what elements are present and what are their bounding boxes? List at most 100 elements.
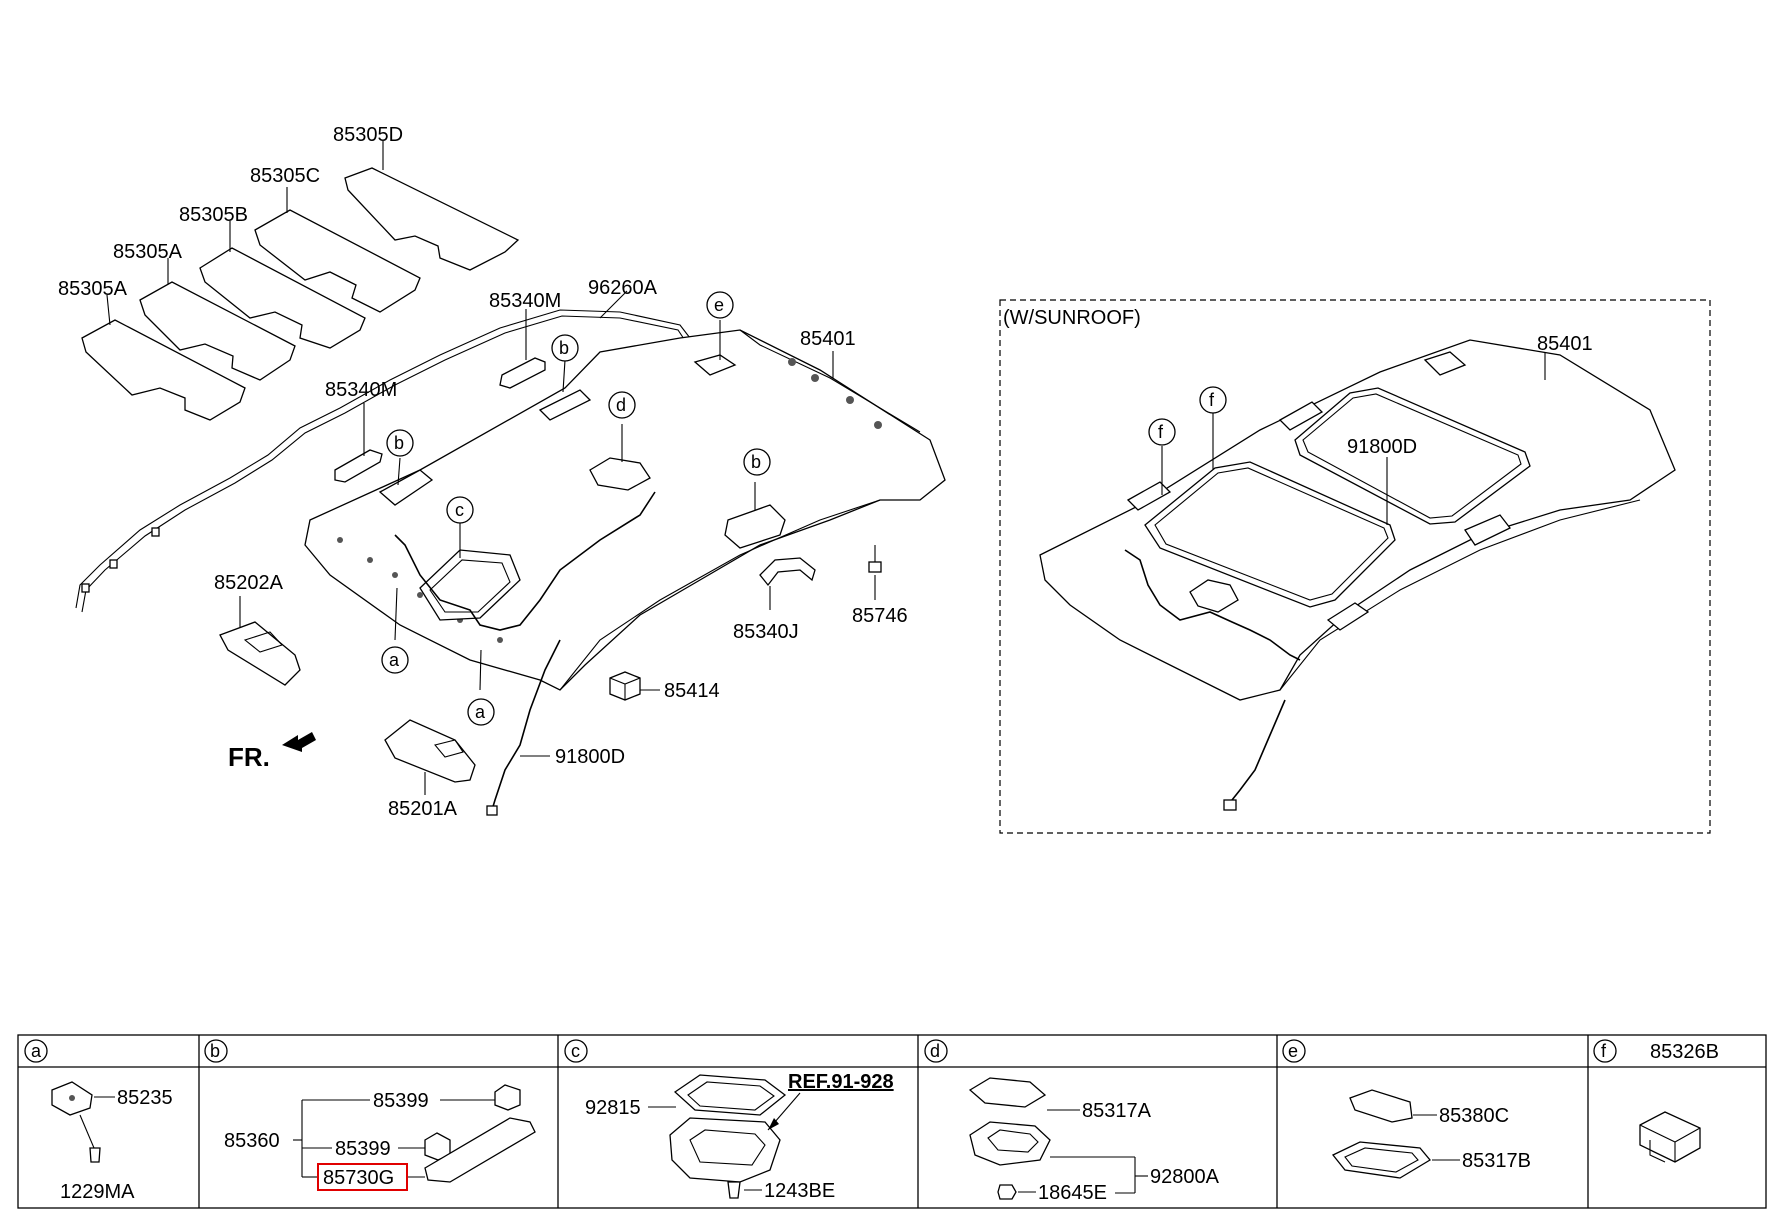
- roof-harness-96260a[interactable]: [75, 309, 691, 609]
- part-85399-upper[interactable]: [494, 1084, 521, 1111]
- roof-harness-96260a-parallel: [81, 315, 687, 613]
- svg-text:f: f: [1209, 390, 1215, 410]
- table-header-b: b: [204, 1039, 228, 1063]
- svg-text:a: a: [475, 702, 486, 722]
- part-92815-lens[interactable]: [673, 1074, 787, 1116]
- sunvisor-85201a-mirror: [434, 739, 464, 758]
- section-b: 85399 85399 85360 85730G: [224, 1084, 536, 1191]
- pad-85305c[interactable]: [254, 209, 421, 313]
- label-1229ma: 1229MA: [60, 1181, 135, 1203]
- pad-85305a-upper[interactable]: [139, 281, 296, 381]
- svg-text:f: f: [1601, 1041, 1607, 1061]
- inset-grab-bezel: [1464, 514, 1512, 546]
- svg-text:a: a: [389, 650, 400, 670]
- label-92800a: 92800A: [1150, 1166, 1220, 1188]
- sunroof-opening-front: [1144, 461, 1396, 608]
- sunvisor-85202a[interactable]: [219, 621, 301, 686]
- inset-frame: [999, 299, 1711, 834]
- label-85235: 85235: [117, 1087, 173, 1109]
- headliner-wiring-91800d[interactable]: [394, 491, 656, 631]
- detail-table: a b c d e f 85326B 85235: [17, 1034, 1767, 1209]
- svg-text:f: f: [1158, 422, 1164, 442]
- section-c: 92815 REF.91-928 1243BE: [585, 1071, 894, 1202]
- label-96260a: 96260A: [588, 277, 658, 299]
- svg-text:c: c: [571, 1041, 580, 1061]
- inset-leader-lines: [1161, 352, 1546, 525]
- table-header-d: d: [924, 1039, 948, 1063]
- label-91800d: 91800D: [555, 746, 625, 768]
- assist-grip-85340j[interactable]: [759, 557, 816, 587]
- callout-a-left[interactable]: a: [381, 646, 409, 674]
- table-header-e: e: [1282, 1039, 1306, 1063]
- svg-text:d: d: [616, 395, 626, 415]
- pad-85305b[interactable]: [199, 247, 366, 349]
- callout-d[interactable]: d: [608, 391, 636, 419]
- label-85399-upper: 85399: [373, 1090, 429, 1112]
- label-85414: 85414: [664, 680, 720, 702]
- main-assembly: FR.: [58, 124, 946, 820]
- part-map-lamp-housing[interactable]: [969, 1121, 1051, 1166]
- grab-handle-bezel-right: [724, 504, 786, 549]
- svg-text:b: b: [751, 452, 761, 472]
- label-85340m-rear: 85340M: [489, 290, 561, 312]
- sunvisor-85201a[interactable]: [384, 719, 476, 783]
- ref-arrow: [768, 1118, 779, 1130]
- part-1243be-screw[interactable]: [727, 1181, 741, 1199]
- table-frame: [17, 1034, 1767, 1209]
- label-85305b: 85305B: [179, 204, 248, 226]
- label-18645e: 18645E: [1038, 1182, 1107, 1204]
- inset-label-85401: 85401: [1537, 333, 1593, 355]
- leader-lines: [106, 141, 876, 795]
- part-85380c[interactable]: [1349, 1089, 1413, 1123]
- pad-85305d[interactable]: [344, 167, 520, 271]
- label-85730g[interactable]: 85730G: [323, 1167, 394, 1189]
- front-direction-arrow: FR.: [228, 732, 316, 772]
- part-85326b-pad[interactable]: [1639, 1111, 1701, 1163]
- part-85317a-lens[interactable]: [968, 1077, 1047, 1108]
- inset-callout-f-front[interactable]: f: [1148, 418, 1176, 446]
- part-85326b-detail: [1639, 1124, 1701, 1163]
- svg-text:b: b: [394, 433, 404, 453]
- table-header-c: c: [564, 1039, 588, 1063]
- label-85340m-front: 85340M: [325, 379, 397, 401]
- inset-wiring-drop: [1231, 699, 1286, 801]
- table-header-f: f: [1593, 1039, 1617, 1063]
- part-1229ma-screw[interactable]: [89, 1147, 101, 1163]
- harness-clip: [81, 583, 90, 593]
- clip-85746[interactable]: [868, 545, 882, 573]
- assist-grip-85340m-rear[interactable]: [499, 357, 546, 389]
- part-85730g-pad[interactable]: [424, 1117, 536, 1183]
- pad-85305a-lower[interactable]: [81, 319, 246, 421]
- callout-b-right[interactable]: b: [743, 448, 771, 476]
- inset-callout-f-rear[interactable]: f: [1199, 386, 1227, 414]
- part-18645e-bulb[interactable]: [997, 1184, 1017, 1200]
- svg-text:e: e: [1288, 1041, 1298, 1061]
- callout-c[interactable]: c: [446, 496, 474, 524]
- sunvisor-85202a-mirror: [243, 631, 283, 653]
- callout-b-rear[interactable]: b: [551, 334, 579, 362]
- callout-b-front[interactable]: b: [386, 429, 414, 457]
- grab-handle-bezel-rear-left: [538, 389, 592, 421]
- housing-detail: [689, 1129, 766, 1166]
- label-1243be: 1243BE: [764, 1180, 835, 1202]
- headliner-edge: [559, 499, 881, 691]
- inset-grab-bezel: [1278, 401, 1324, 431]
- inset-vent: [1423, 351, 1467, 376]
- headliner-sunroof-edge: [1279, 499, 1641, 691]
- svg-text:d: d: [930, 1041, 940, 1061]
- section-f: [1639, 1111, 1701, 1163]
- dome-lamp-opening-inner: [429, 559, 511, 613]
- assist-grip-85340m-front[interactable]: [334, 449, 383, 483]
- label-85202a: 85202A: [214, 572, 284, 594]
- label-ref-91-928[interactable]: REF.91-928: [788, 1071, 894, 1093]
- inset-grab-bezel: [1126, 481, 1172, 511]
- part-dome-lamp-housing[interactable]: [669, 1117, 781, 1183]
- highlight-85730g: [317, 1163, 408, 1191]
- grab-handle-bezel-front-left: [378, 469, 434, 506]
- pad-85414[interactable]: [609, 671, 641, 701]
- callout-a-right[interactable]: a: [467, 698, 495, 726]
- label-85305a-lower: 85305A: [58, 278, 128, 300]
- header-f-part-85326b: 85326B: [1650, 1041, 1719, 1063]
- inset-wiring-91800d[interactable]: [1124, 549, 1301, 661]
- callout-e[interactable]: e: [706, 291, 734, 319]
